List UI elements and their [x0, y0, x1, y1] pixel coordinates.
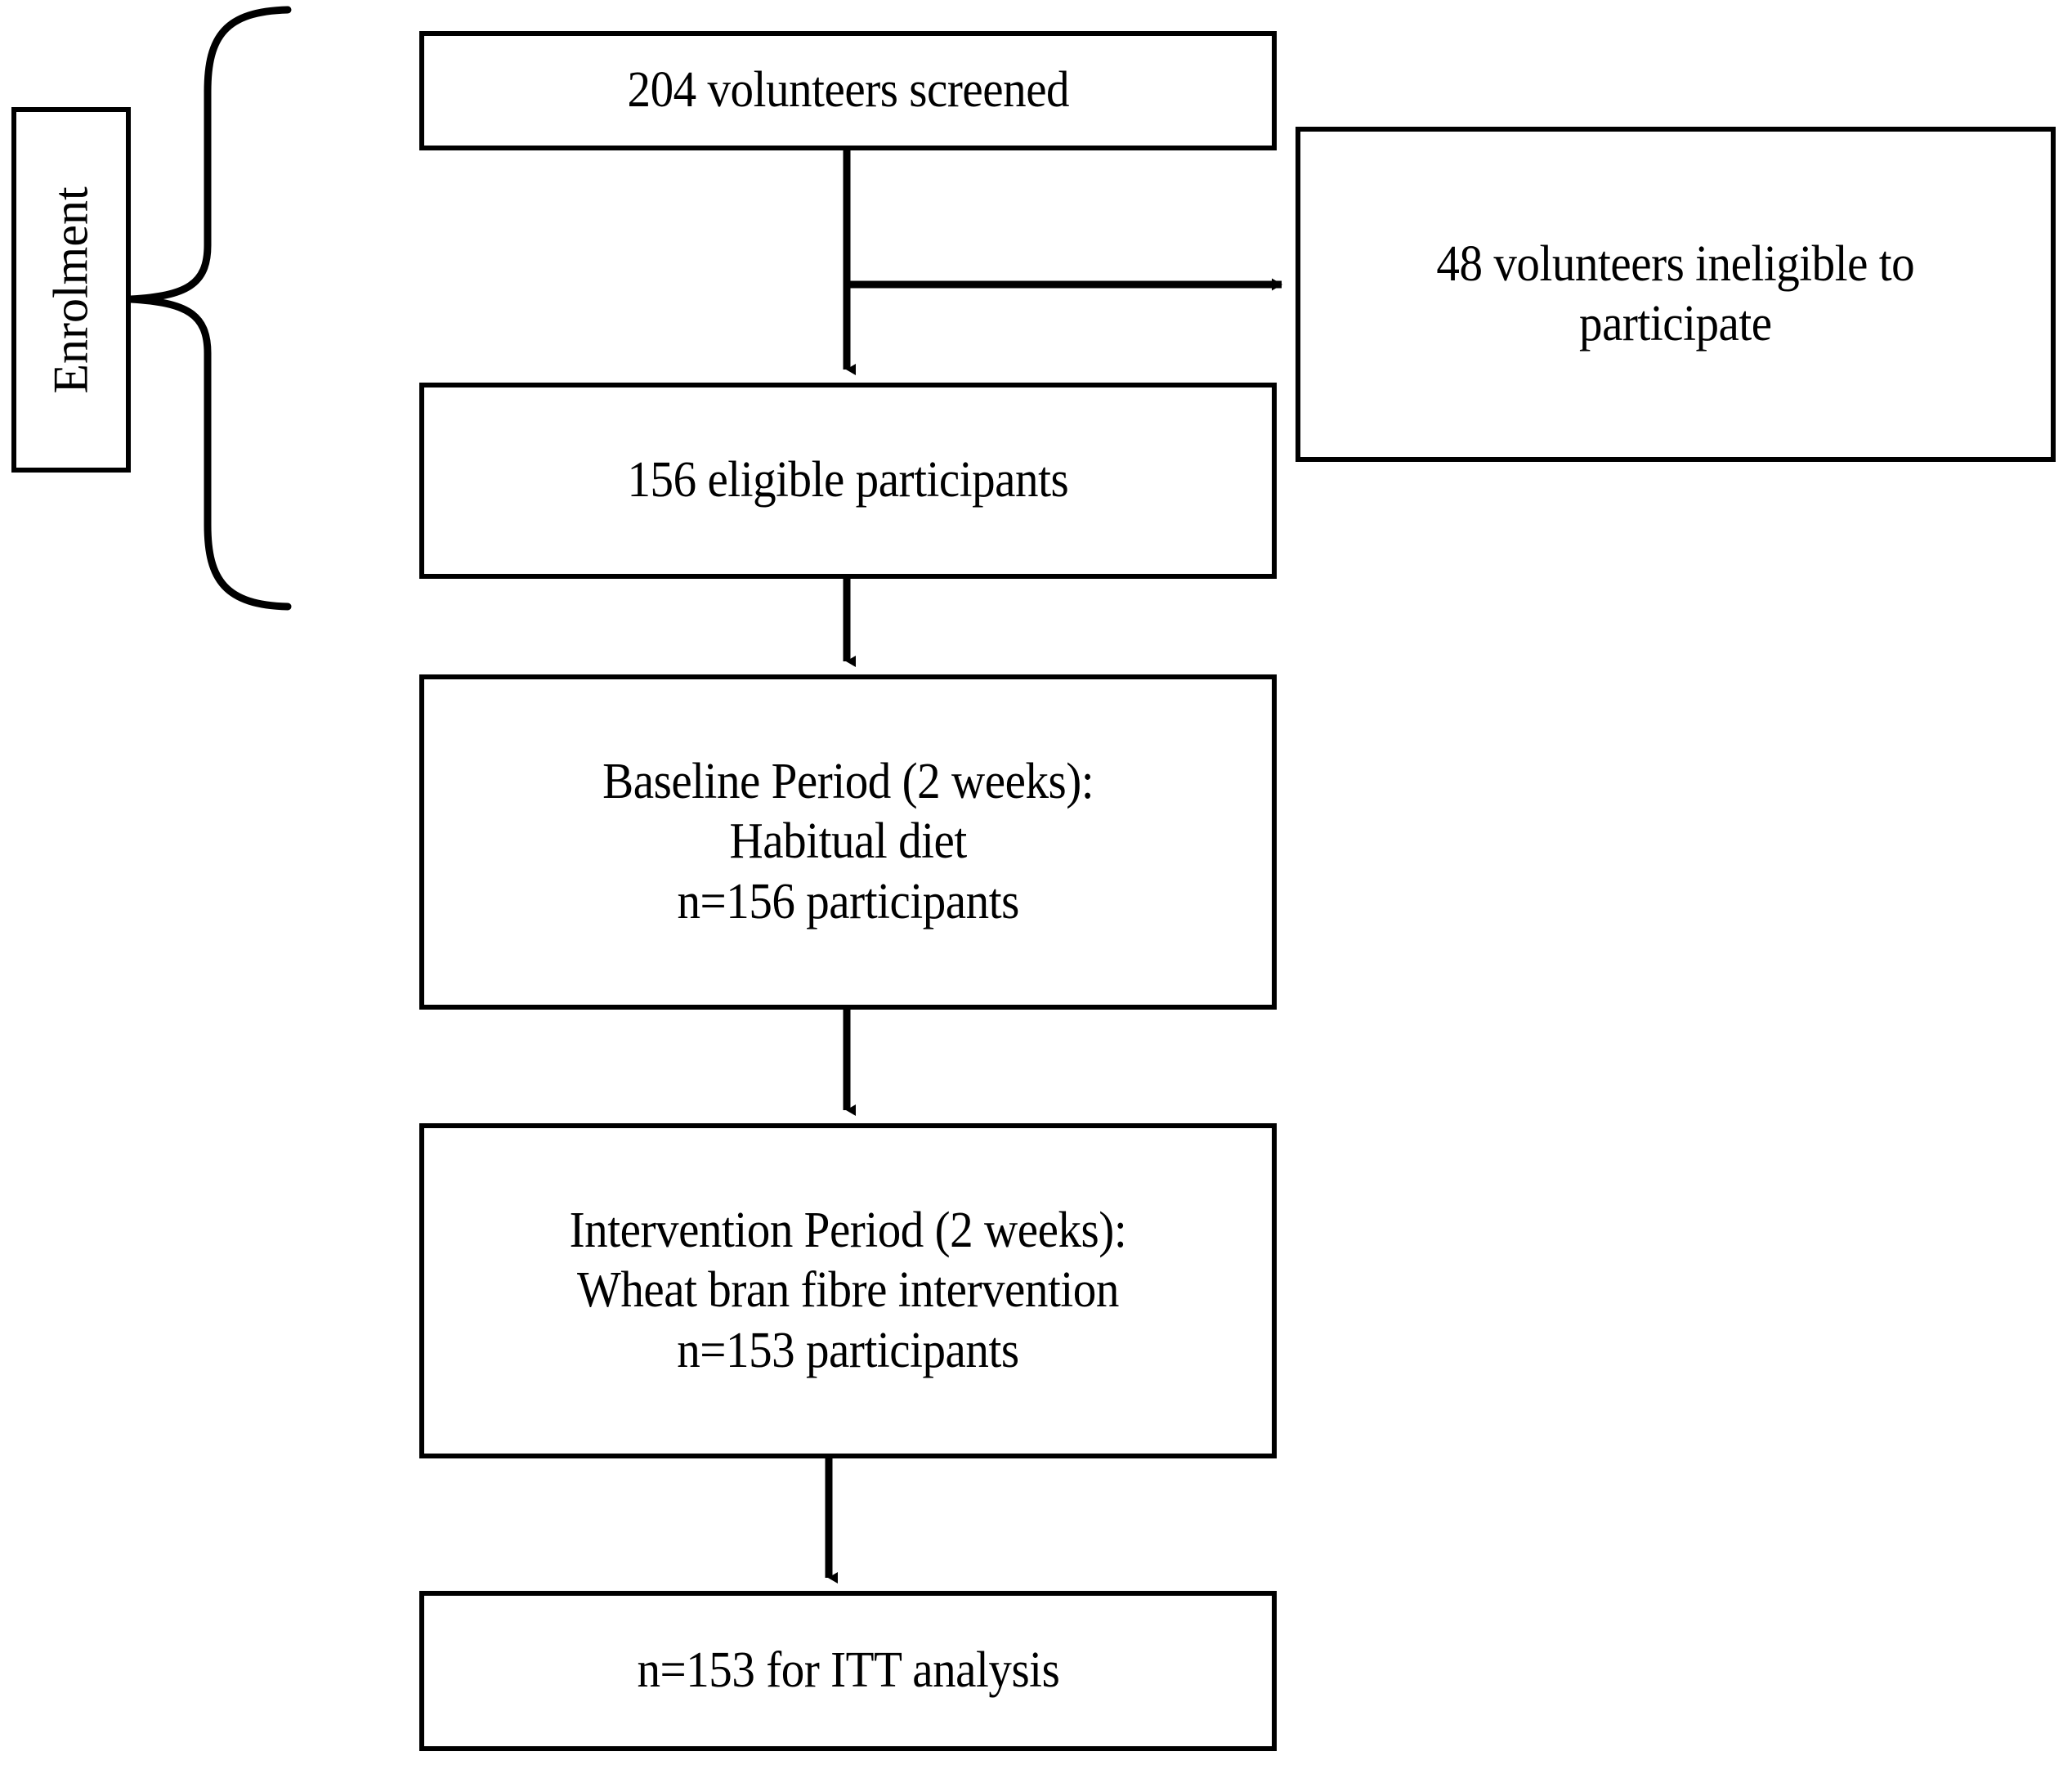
node-baseline-period-label: Baseline Period (2 weeks): Habitual diet… — [602, 754, 1094, 930]
node-intervention-period-label: Intervention Period (2 weeks): Wheat bra… — [569, 1203, 1127, 1378]
node-itt-analysis-label: n=153 for ITT analysis — [637, 1642, 1059, 1699]
node-volunteers-ineligible-label: 48 volunteers ineligible to participate — [1436, 235, 1915, 352]
stage-label-enrolment: Enrolment — [11, 107, 131, 473]
stage-label-enrolment-text: Enrolment — [44, 186, 98, 394]
node-intervention-period: Intervention Period (2 weeks): Wheat bra… — [419, 1123, 1277, 1458]
node-volunteers-ineligible: 48 volunteers ineligible to participate — [1296, 127, 2056, 462]
node-itt-analysis: n=153 for ITT analysis — [419, 1591, 1277, 1751]
node-eligible-participants: 156 eligible participants — [419, 383, 1277, 579]
node-eligible-participants-label: 156 eligible participants — [627, 452, 1069, 508]
node-volunteers-screened-label: 204 volunteers screened — [627, 62, 1069, 119]
enrolment-brace-icon — [127, 6, 292, 611]
node-volunteers-screened: 204 volunteers screened — [419, 31, 1277, 150]
node-baseline-period: Baseline Period (2 weeks): Habitual diet… — [419, 674, 1277, 1010]
